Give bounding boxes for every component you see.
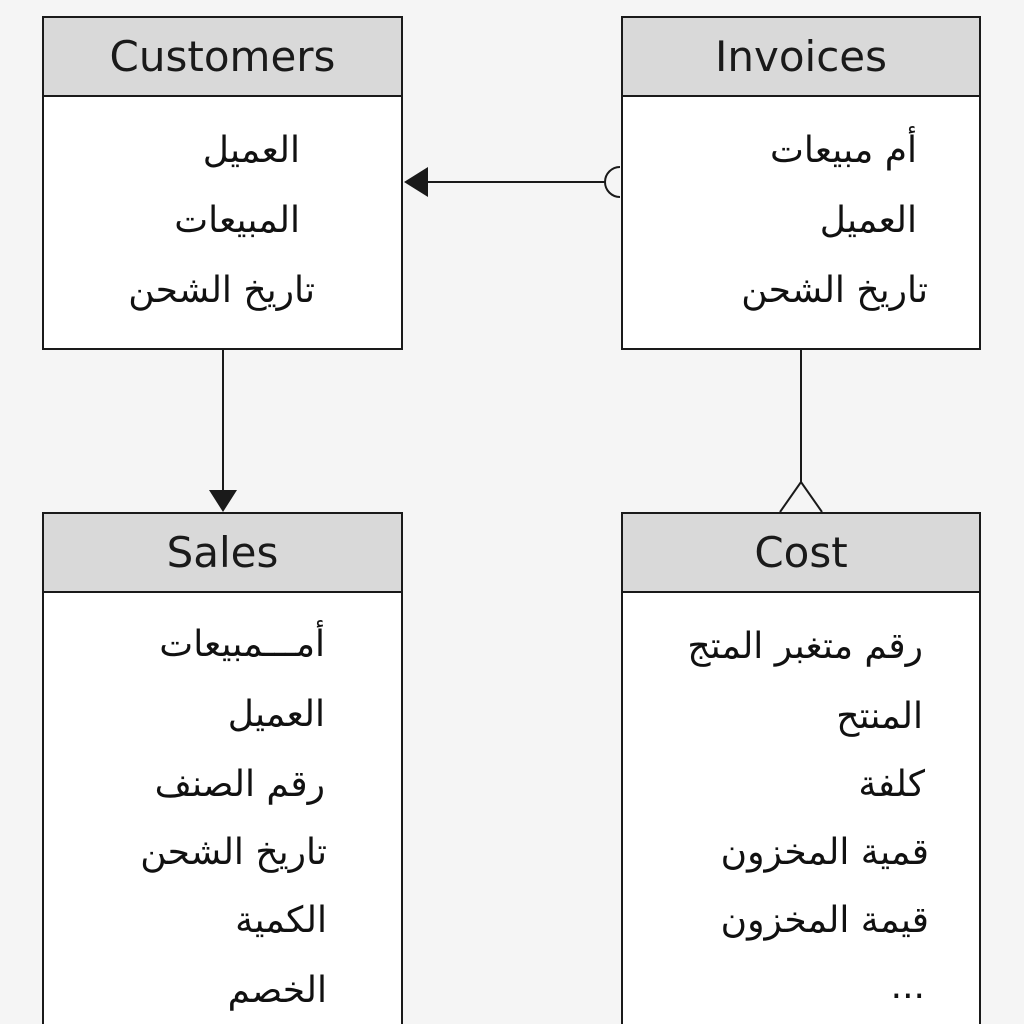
attribute-item: أمـــمبيعات [159,624,325,665]
relationship-invoices-customers [404,166,621,198]
attribute-item: ... [890,966,925,1007]
arrowhead-marker [209,490,237,512]
entity-sales-title: Sales [44,514,401,593]
attribute-item: رقم متغبر المتج [687,626,923,667]
relationship-customers-sales [209,350,237,512]
attribute-item: أم مبيعات [770,130,917,171]
entity-cost-title: Cost [623,514,979,593]
optional-circle-marker [604,166,621,198]
arrowhead-marker [404,167,428,197]
attribute-item: الكمية [235,900,327,941]
attribute-item: تاريخ الشحن [128,270,315,311]
crows-foot-marker [779,480,823,513]
attribute-item: تاريخ الشحن [741,270,928,311]
entity-customers[interactable]: Customers العميل المبيعات تاريخ الشحن [42,16,403,350]
attribute-item: العميل [202,130,300,171]
attribute-item: رقم الصنف [154,764,325,805]
attribute-item: المبيعات [174,200,300,241]
relationship-invoices-cost [779,350,823,513]
attribute-item: العميل [819,200,917,241]
entity-customers-title: Customers [44,18,401,97]
entity-invoices[interactable]: Invoices أم مبيعات العميل تاريخ الشحن [621,16,981,350]
attribute-item: كلفة [858,764,925,805]
attribute-item: المنتح [836,696,923,737]
attribute-item: قمية المخزون [720,832,929,873]
attribute-item: العميل [227,694,325,735]
attribute-item: الخصم [227,970,327,1011]
attribute-item: تاريخ الشحن [140,832,327,873]
entity-cost[interactable]: Cost رقم متغبر المتج المنتح كلفة قمية ال… [621,512,981,1024]
entity-invoices-title: Invoices [623,18,979,97]
entity-sales[interactable]: Sales أمـــمبيعات العميل رقم الصنف تاريخ… [42,512,403,1024]
attribute-item: قيمة المخزون [720,900,929,941]
